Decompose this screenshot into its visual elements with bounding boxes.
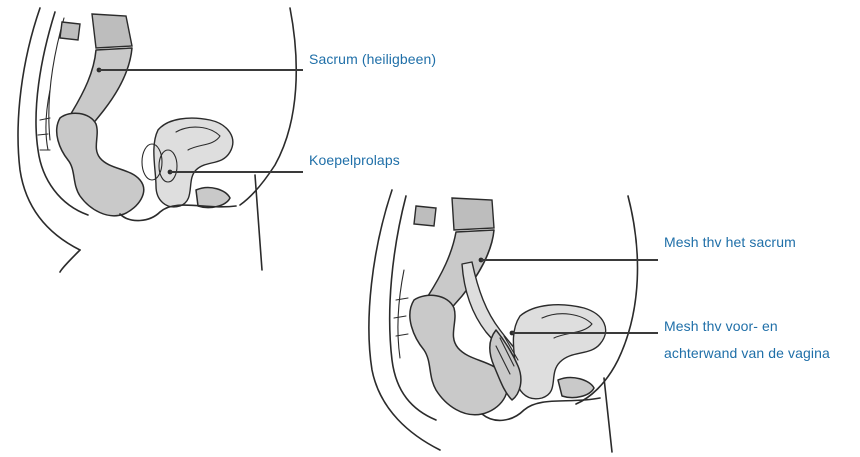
label-mesh-wall-line2: achterwand van de vagina	[664, 343, 830, 364]
label-mesh-wall-line1: Mesh thv voor- en	[664, 316, 778, 337]
label-mesh-sacrum: Mesh thv het sacrum	[664, 232, 796, 253]
label-koepelprolaps: Koepelprolaps	[309, 150, 400, 171]
label-sacrum: Sacrum (heiligbeen)	[309, 49, 436, 70]
